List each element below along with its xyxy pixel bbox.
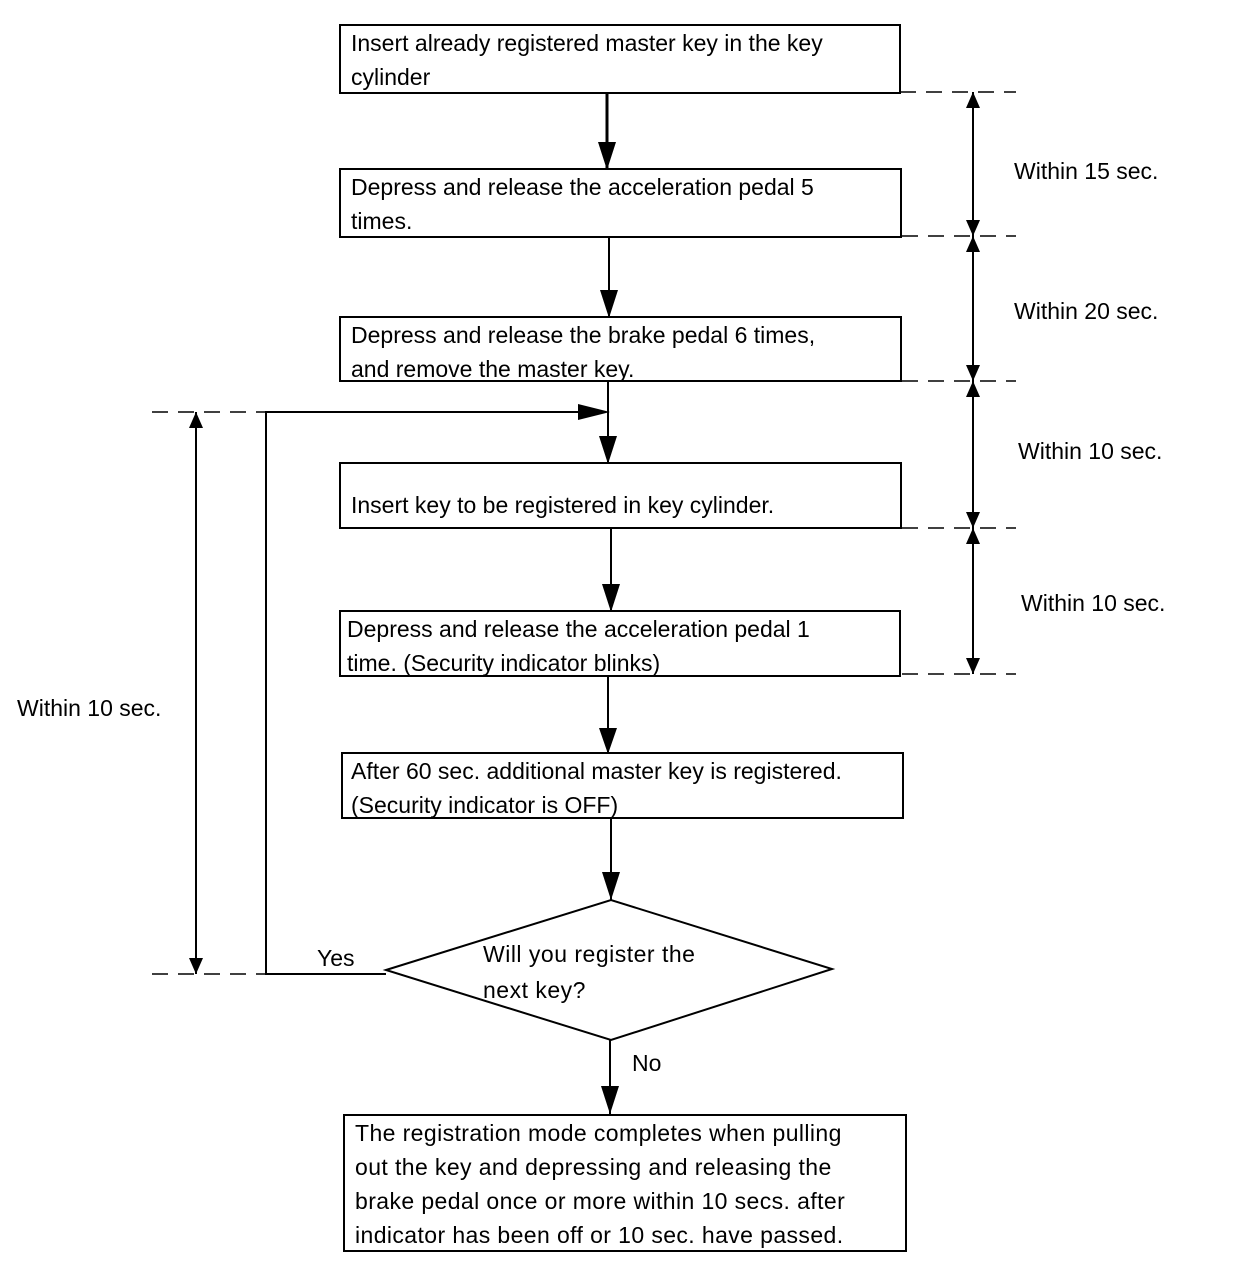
arrowhead bbox=[602, 584, 620, 612]
step-box-1: Insert already registered master key in … bbox=[339, 24, 901, 94]
arrowhead bbox=[600, 290, 618, 318]
arrowhead bbox=[601, 1086, 619, 1114]
loop-timing-label: Within 10 sec. bbox=[17, 695, 162, 721]
step-box-2: Depress and release the acceleration ped… bbox=[339, 168, 902, 238]
yes-loop-line bbox=[265, 411, 598, 975]
timing-label-2: Within 20 sec. bbox=[1014, 298, 1159, 324]
final-step-box: The registration mode completes when pul… bbox=[343, 1114, 907, 1252]
arrowhead bbox=[599, 436, 617, 464]
arrowhead bbox=[598, 142, 616, 170]
decision-no-label: No bbox=[632, 1050, 662, 1076]
arrowhead bbox=[599, 728, 617, 754]
step-box-4: Insert key to be registered in key cylin… bbox=[339, 462, 902, 529]
timing-label-1: Within 15 sec. bbox=[1014, 158, 1159, 184]
step-box-5: Depress and release the acceleration ped… bbox=[339, 610, 901, 677]
arrowhead bbox=[602, 872, 620, 900]
decision-text: Will you register the next key? bbox=[483, 941, 696, 1003]
arrowhead bbox=[578, 404, 610, 420]
timing-label-4: Within 10 sec. bbox=[1021, 590, 1166, 616]
step-box-6: After 60 sec. additional master key is r… bbox=[341, 752, 904, 819]
timing-label-3: Within 10 sec. bbox=[1018, 438, 1163, 464]
step-box-3: Depress and release the brake pedal 6 ti… bbox=[339, 316, 902, 382]
decision-yes-label: Yes bbox=[317, 945, 355, 971]
decision-diamond bbox=[382, 898, 836, 1042]
